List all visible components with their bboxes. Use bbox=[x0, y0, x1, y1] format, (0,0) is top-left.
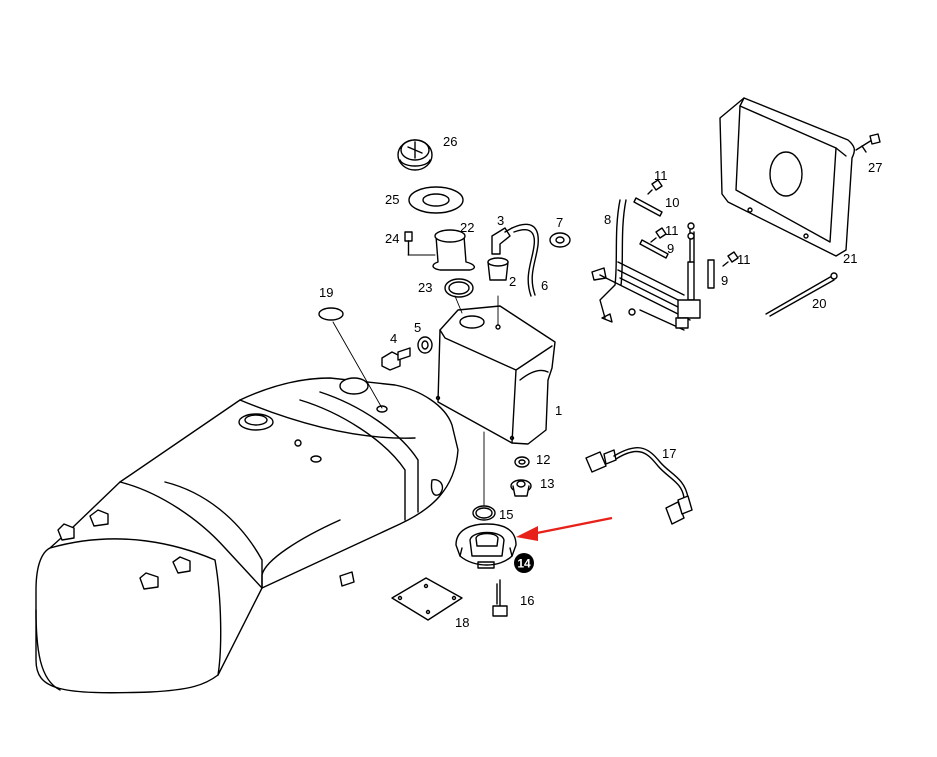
callout-20: 20 bbox=[812, 296, 826, 311]
callout-17: 17 bbox=[662, 446, 676, 461]
assembly-axis-lines bbox=[332, 254, 499, 506]
part-19-plug bbox=[318, 307, 344, 321]
callout-2: 2 bbox=[509, 274, 516, 289]
callout-21: 21 bbox=[843, 251, 857, 266]
callout-9-b: 9 bbox=[721, 273, 728, 288]
callout-3: 3 bbox=[497, 213, 504, 228]
callout-10: 10 bbox=[665, 195, 679, 210]
callout-11-a: 11 bbox=[654, 168, 668, 183]
callout-5: 5 bbox=[414, 320, 421, 335]
callout-7: 7 bbox=[556, 215, 563, 230]
callout-19: 19 bbox=[319, 285, 333, 300]
part-25-seal-ring bbox=[408, 186, 464, 214]
part-14-housing bbox=[455, 523, 517, 569]
callout-4: 4 bbox=[390, 331, 397, 346]
part-20-probe-rod bbox=[765, 272, 838, 317]
callout-23: 23 bbox=[418, 280, 432, 295]
callout-25: 25 bbox=[385, 192, 399, 207]
reservoir-tank bbox=[435, 305, 556, 445]
part-8-bracket bbox=[591, 199, 701, 331]
part-16-bolt bbox=[492, 579, 508, 617]
callout-18: 18 bbox=[455, 615, 469, 630]
part-12-ring bbox=[514, 456, 530, 468]
part-7-clamp bbox=[549, 232, 571, 248]
part-13-fitting bbox=[510, 479, 532, 497]
part-5-washer bbox=[417, 336, 433, 354]
part-22-filler-neck bbox=[432, 229, 476, 271]
part-3-elbow-connector bbox=[491, 227, 513, 255]
callout-26: 26 bbox=[443, 134, 457, 149]
fuel-tank bbox=[35, 377, 459, 694]
callout-13: 13 bbox=[540, 476, 554, 491]
callout-11-b: 11 bbox=[665, 223, 679, 238]
part-11-screws bbox=[647, 179, 739, 267]
callout-14: 14 bbox=[517, 557, 531, 571]
callout-9-a: 9 bbox=[667, 241, 674, 256]
callout-27: 27 bbox=[868, 160, 882, 175]
part-9-straps bbox=[639, 239, 715, 289]
callout-24: 24 bbox=[385, 231, 399, 246]
part-4-bolt bbox=[381, 347, 411, 371]
part-10-strap bbox=[633, 197, 663, 217]
part-26-filler-cap bbox=[397, 139, 433, 171]
part-17-sensor-cable bbox=[585, 447, 693, 525]
callout-11-c: 11 bbox=[737, 252, 751, 267]
callout-15: 15 bbox=[499, 507, 513, 522]
callout-12: 12 bbox=[536, 452, 550, 467]
callout-16: 16 bbox=[520, 593, 534, 608]
part-18-cover-plate bbox=[391, 577, 463, 621]
callout-labels: 26 25 22 24 23 3 7 2 6 19 4 5 1 12 13 15… bbox=[319, 134, 882, 630]
part-23-o-ring bbox=[444, 278, 474, 298]
part-24-screw bbox=[404, 231, 413, 256]
part-2-grommet bbox=[487, 257, 509, 281]
callout-14-badge bbox=[514, 553, 534, 573]
part-27-frame bbox=[719, 97, 881, 257]
part-6-hose bbox=[511, 223, 539, 297]
callout-6: 6 bbox=[541, 278, 548, 293]
part-15-seal bbox=[472, 505, 496, 521]
highlight-arrow bbox=[516, 516, 613, 541]
callout-8: 8 bbox=[604, 212, 611, 227]
callout-22: 22 bbox=[460, 220, 474, 235]
callout-1: 1 bbox=[555, 403, 562, 418]
